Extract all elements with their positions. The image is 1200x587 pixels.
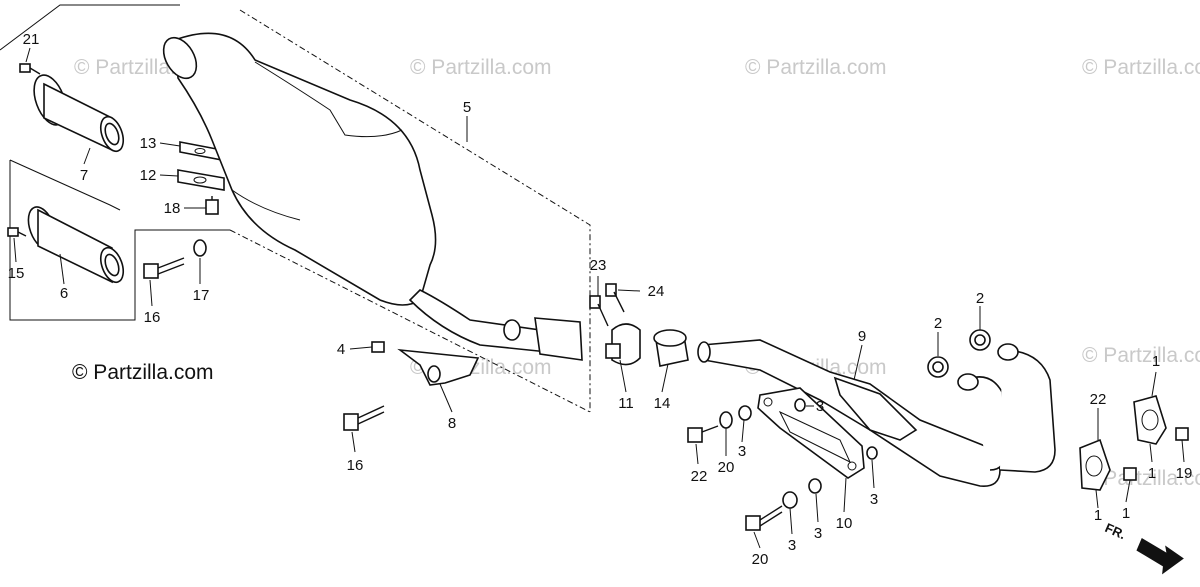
heat-shield-10	[757, 387, 865, 479]
callout-4: 4	[337, 341, 345, 358]
bolt-22-upper	[687, 425, 719, 443]
collar-2-a	[927, 356, 949, 378]
callout-6: 6	[60, 285, 68, 302]
callout-7: 7	[80, 167, 88, 184]
callout-9: 9	[858, 328, 866, 345]
group-frame-lines	[0, 4, 591, 413]
collar-2-b	[969, 329, 991, 351]
bolt-23	[589, 295, 609, 327]
bolt-16-upper	[143, 257, 185, 279]
nut-19-b	[1175, 427, 1189, 441]
bolt-15	[7, 227, 27, 237]
callout-16-upper: 16	[144, 309, 161, 326]
callout-3-d: 3	[814, 525, 822, 542]
gasket-12	[177, 169, 225, 191]
callout-23: 23	[590, 257, 607, 274]
bolt-22-lower	[745, 505, 783, 531]
callout-19-a: 1	[1122, 505, 1130, 522]
callout-1-a: 22	[1090, 391, 1107, 408]
watermark: © Partzilla.com	[1082, 467, 1200, 490]
clamp-11	[605, 323, 641, 366]
callout-12: 12	[140, 167, 157, 184]
callout-13: 13	[140, 135, 157, 152]
washer-20-upper	[719, 411, 733, 429]
callout-3-a: 3	[816, 398, 824, 415]
callout-8: 8	[448, 415, 456, 432]
callout-18: 18	[164, 200, 181, 217]
front-arrow-icon: FR.	[1103, 520, 1184, 575]
callout-20-upper: 20	[718, 459, 735, 476]
washer-3-d	[808, 478, 822, 494]
watermark: © Partzilla.com	[1082, 56, 1200, 79]
front-label: FR.	[1103, 520, 1128, 542]
callout-1-d: 1	[1094, 507, 1102, 524]
callout-1-b: 1	[1152, 353, 1160, 370]
bolt-16-lower	[343, 405, 385, 431]
watermark: © Partzilla.com	[1082, 344, 1200, 367]
washer-3-a	[738, 405, 752, 421]
callout-22-lower: 20	[752, 551, 769, 568]
brand-caption: © Partzilla.com	[72, 361, 214, 384]
callout-10: 10	[836, 515, 853, 532]
tail-pipe-7	[33, 74, 125, 153]
callout-14: 14	[654, 395, 671, 412]
callout-22-upper: 22	[691, 468, 708, 485]
joint-flange-1-b	[1133, 395, 1167, 445]
callout-21: 21	[23, 31, 40, 48]
washer-20-lower	[782, 491, 798, 509]
callout-5: 5	[463, 99, 471, 116]
callout-17: 17	[193, 287, 210, 304]
gasket-14	[653, 329, 689, 367]
watermark: © Partzilla.com	[410, 56, 552, 79]
bolt-24	[605, 283, 625, 313]
plug-18	[205, 196, 219, 215]
callout-16-lower: 16	[347, 457, 364, 474]
watermark-layer: © Partzilla.com © Partzilla.com © Partzi…	[74, 56, 1200, 490]
nut-19-a	[1123, 467, 1137, 481]
callout-15: 15	[8, 265, 25, 282]
leader-lines	[13, 47, 1185, 549]
callout-19-b: 19	[1176, 465, 1193, 482]
washer-3-c	[866, 446, 878, 460]
exhaust-pipe-9	[697, 339, 1056, 487]
watermark: © Partzilla.com	[745, 56, 887, 79]
washer-17	[193, 239, 207, 257]
callout-3-b: 3	[738, 443, 746, 460]
callout-3-c: 3	[870, 491, 878, 508]
clip-4	[371, 341, 385, 353]
callout-11: 11	[618, 395, 634, 412]
joint-flange-1-a	[1079, 438, 1111, 491]
callout-2-b: 2	[976, 290, 984, 307]
callout-20-lower: 3	[788, 537, 796, 554]
washer-3-b	[794, 398, 806, 412]
bolt-21	[19, 63, 41, 75]
callout-labels: 21 7 13 12 18 15 6 16 17 5 4 8 16 23 24 …	[8, 31, 1193, 568]
callout-2-a: 2	[934, 315, 942, 332]
tail-pipe-6	[27, 206, 125, 284]
muffler-5	[162, 32, 583, 361]
bracket-8	[397, 348, 480, 386]
callout-1-c: 1	[1148, 465, 1156, 482]
callout-24: 24	[648, 283, 665, 300]
